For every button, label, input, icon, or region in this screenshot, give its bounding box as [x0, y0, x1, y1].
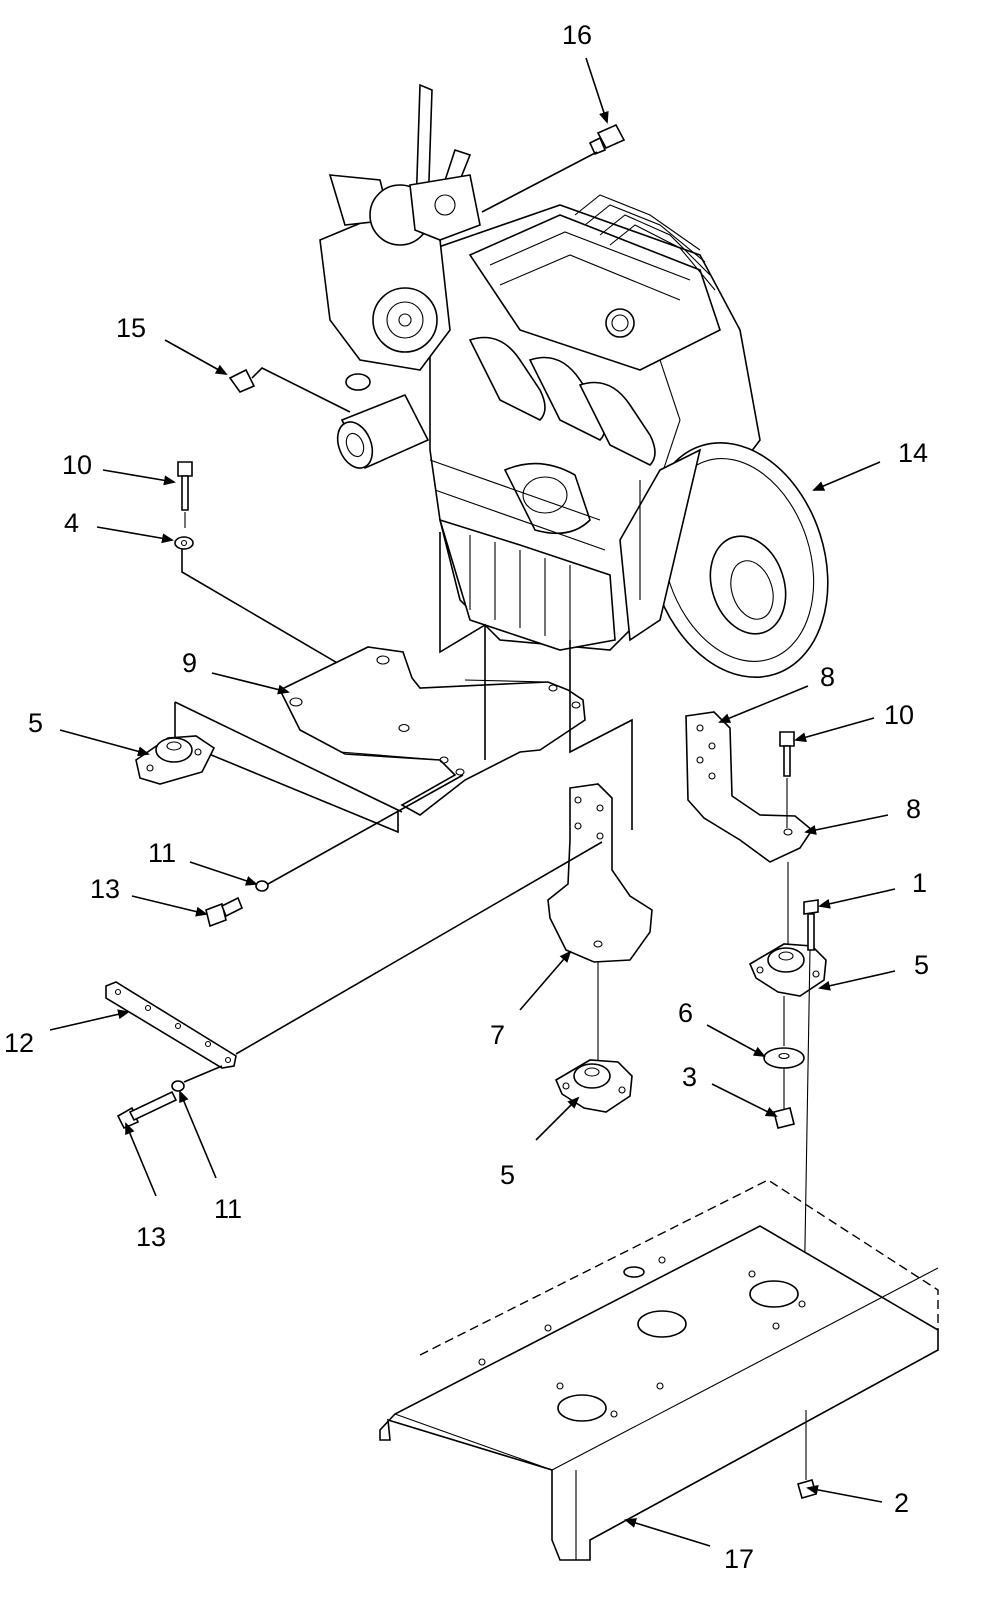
leader-10-right	[794, 717, 875, 743]
callout-1: 1	[912, 868, 927, 898]
bolt-and-lockwasher-upper	[205, 774, 464, 928]
leader-4	[96, 526, 174, 544]
callout-15: 15	[116, 313, 146, 343]
callout-4: 4	[64, 508, 79, 538]
callout-16: 16	[562, 20, 592, 50]
leader-arrows	[49, 57, 896, 1547]
isolator-stack-right	[748, 899, 827, 1305]
leader-14	[812, 461, 881, 491]
leader-7	[519, 950, 572, 1011]
callout-5-right: 5	[914, 950, 929, 980]
leader-10-left	[102, 469, 176, 486]
leader-11-lower	[179, 1090, 217, 1179]
callout-2: 2	[894, 1488, 909, 1518]
callout-13-lower: 13	[136, 1222, 166, 1252]
leader-17	[624, 1518, 711, 1547]
leader-8-lower	[804, 814, 889, 835]
callout-9: 9	[182, 648, 197, 678]
callout-11-upper: 11	[148, 838, 176, 868]
callout-7: 7	[490, 1020, 505, 1050]
leader-1	[818, 888, 896, 909]
callout-17: 17	[724, 1544, 754, 1574]
leader-8-top	[718, 685, 809, 723]
isolator-mount-center	[554, 1059, 633, 1113]
callout-5-left: 5	[28, 708, 43, 738]
isolator-mount-left	[135, 735, 216, 785]
leader-5-left	[59, 729, 150, 757]
sender-part-16	[481, 123, 626, 213]
leader-3	[711, 1083, 778, 1117]
leader-13-upper	[131, 895, 208, 917]
leader-5-center	[535, 1096, 580, 1141]
callout-13-upper: 13	[90, 874, 120, 904]
bracket-part-8	[685, 711, 814, 960]
callout-12: 12	[4, 1028, 34, 1058]
leader-16	[585, 57, 609, 124]
leader-6	[706, 1024, 766, 1057]
callout-8-lower: 8	[906, 794, 921, 824]
leader-13-lower	[125, 1122, 157, 1197]
leader-11-upper	[189, 861, 258, 886]
bolt-and-washer-left	[174, 461, 405, 703]
callout-10-left: 10	[62, 450, 92, 480]
callout-14: 14	[898, 438, 928, 468]
leader-12	[49, 1009, 130, 1031]
callout-10-right: 10	[884, 700, 914, 730]
engine-assembly	[319, 83, 829, 678]
mounting-plate-part-9	[174, 532, 633, 834]
callout-8-top: 8	[820, 662, 835, 692]
bracket-part-7	[235, 783, 653, 1062]
callout-6: 6	[678, 998, 693, 1028]
frame-part-17	[379, 1179, 939, 1561]
callout-11-lower: 11	[214, 1194, 242, 1224]
switch-part-15	[228, 367, 351, 413]
strap-part-12	[105, 981, 237, 1069]
callout-labels: 16 15 14 10 4 9 5 8 10 8 11 13 1 5 12 7 …	[4, 20, 929, 1574]
callout-3: 3	[682, 1062, 697, 1092]
leader-5-right	[818, 970, 896, 991]
callout-5-center: 5	[500, 1160, 515, 1190]
leader-2	[806, 1484, 883, 1503]
leader-9	[211, 672, 290, 695]
leader-15	[164, 339, 228, 375]
bolt-and-lockwasher-lower	[116, 1065, 223, 1130]
